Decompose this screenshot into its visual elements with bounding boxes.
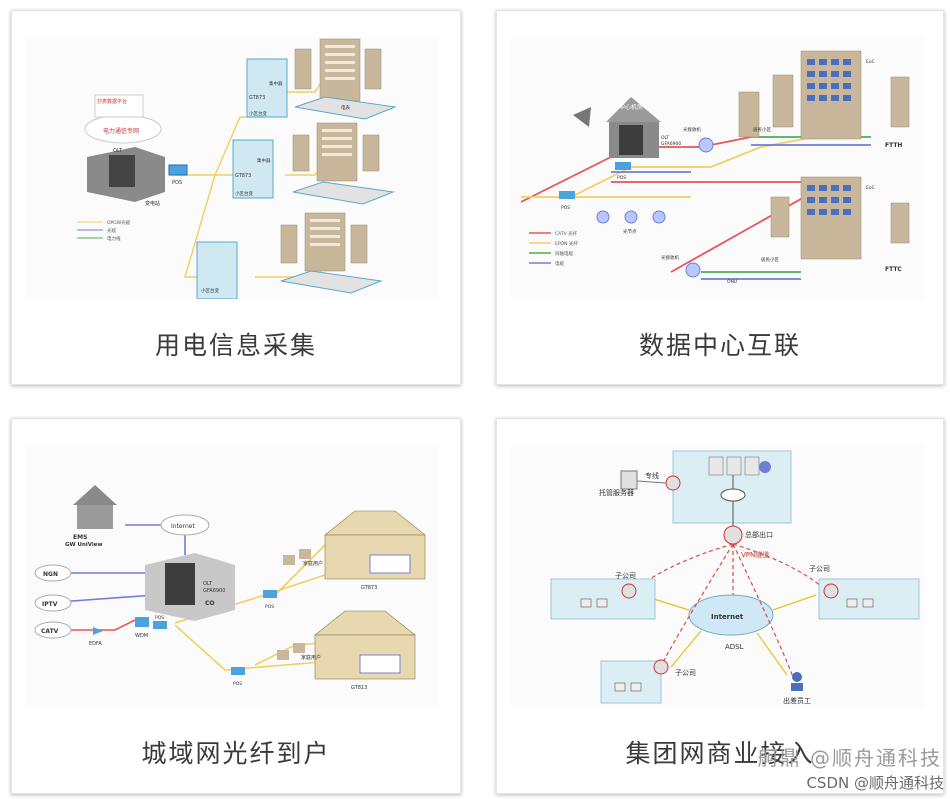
label-gw: GW UniView [65,542,103,548]
label-internet: Internet [711,613,744,621]
label-fiber: 光接收机 [683,126,701,133]
label-gt: GT873 [249,95,265,101]
legend-3: 同轴电缆 [555,250,573,257]
label-staff: 出差员工 [783,696,811,705]
diagram-metro-ftth: EMS GW UniView Internet NGN IPTV CATV OL… [25,445,439,707]
card-group-business-access[interactable]: 托管服务器 专线 总部出口 VPN隧道 Internet [496,418,944,794]
label-olt-model: GFA6900 [203,588,225,594]
label-edfa: EDFA [89,641,102,647]
label-line: 专线 [645,471,659,480]
card-power-info-collection[interactable]: 电力通信专网 抄表数据平台 OLT POS 变电站 OPGW光缆 光缆 电力线 … [11,10,461,385]
label-pos2: POS [561,205,570,211]
label-net: 电力通信专网 [103,127,139,135]
label-room: 小区台变 [249,110,267,117]
faint-watermark: 舸鼎 @顺舟通科技 [757,746,942,770]
label-meter: 电表 [341,104,350,111]
label-room2: 小区台变 [235,190,253,197]
label-gt: GT873 [361,585,377,591]
legend-2: EPON 光纤 [555,240,578,247]
label-platform: 抄表数据平台 [97,98,127,105]
card-caption: 数据中心互联 [638,331,801,360]
legend-2: 光缆 [107,227,116,234]
label-olt: OLT [661,135,669,141]
card-caption: 用电信息采集 [154,331,317,360]
label-exit: 总部出口 [745,530,773,539]
card-caption: 集团网商业接入 [625,739,815,768]
label-pos: POS [155,615,164,621]
label-gt2: GT813 [351,685,367,691]
label-home2: 家庭用户 [301,654,321,661]
label-room3: 小区台变 [201,287,219,294]
diagram-svg: 中心机房 OLT GFA6900 POS POS 光节点 CATV 光纤 EPO… [511,37,925,299]
legend-1: CATV 光纤 [555,230,578,237]
label-iptv: IPTV [42,601,58,608]
label-conc: 集中器 [269,80,283,87]
diagram-svg: 电力通信专网 抄表数据平台 OLT POS 变电站 OPGW光缆 光缆 电力线 … [25,37,439,299]
label-ftth: FTTH [885,142,902,149]
label-olt-model: GFA6900 [661,141,681,147]
label-area: 居民小区 [753,126,771,133]
label-fttc: FTTC [885,266,902,273]
label-ngn: NGN [43,571,58,578]
label-vpn: VPN隧道 [741,550,769,559]
diagram-group-business-access: 托管服务器 专线 总部出口 VPN隧道 Internet [511,445,925,707]
label-home: 家庭用户 [303,560,323,567]
legend-3: 电力线 [107,235,121,242]
label-conc2: 集中器 [257,157,271,164]
label-olt: OLT [203,581,213,587]
label-hosted: 托管服务器 [599,488,634,497]
label-node: 光节点 [623,228,637,235]
label-gt2: GT873 [235,173,251,179]
label-pos3: POS [233,681,242,687]
label-onu: ONU [727,279,737,285]
label-pos: POS [172,180,182,186]
label-sub: 变电站 [145,200,160,207]
label-branch2: 子公司 [809,565,830,573]
label-branch1: 子公司 [615,572,636,580]
diagram-svg: 托管服务器 专线 总部出口 VPN隧道 Internet [511,445,925,707]
label-eoc: EoC [866,59,875,65]
label-ems: EMS [73,534,87,541]
diagram-power-info-collection: 电力通信专网 抄表数据平台 OLT POS 变电站 OPGW光缆 光缆 电力线 … [25,37,439,299]
diagram-svg: EMS GW UniView Internet NGN IPTV CATV OL… [25,445,439,707]
diagram-data-center-interconnect: 中心机房 OLT GFA6900 POS POS 光节点 CATV 光纤 EPO… [511,37,925,299]
label-area2: 居民小区 [761,256,779,263]
legend-1: OPGW光缆 [107,219,131,226]
label-olt: OLT [113,148,123,154]
label-eoc2: EoC [866,185,875,191]
label-branch3: 子公司 [675,669,696,677]
label-catv: CATV [41,628,59,635]
label-fiber2: 光接收机 [661,254,679,261]
label-adsl: ADSL [725,643,744,651]
card-data-center-interconnect[interactable]: 中心机房 OLT GFA6900 POS POS 光节点 CATV 光纤 EPO… [496,10,944,385]
label-center: 中心机房 [619,103,643,111]
label-pos: POS [617,175,626,181]
card-metro-ftth[interactable]: EMS GW UniView Internet NGN IPTV CATV OL… [11,418,461,794]
label-co: CO [205,600,215,607]
label-wdm: WDM [135,633,148,639]
csdn-watermark: CSDN @顺舟通科技 [806,774,944,792]
card-caption: 城域网光纤到户 [141,739,331,768]
legend-4: 电缆 [555,260,564,267]
label-pos2: POS [265,604,274,610]
label-internet: Internet [171,523,195,530]
